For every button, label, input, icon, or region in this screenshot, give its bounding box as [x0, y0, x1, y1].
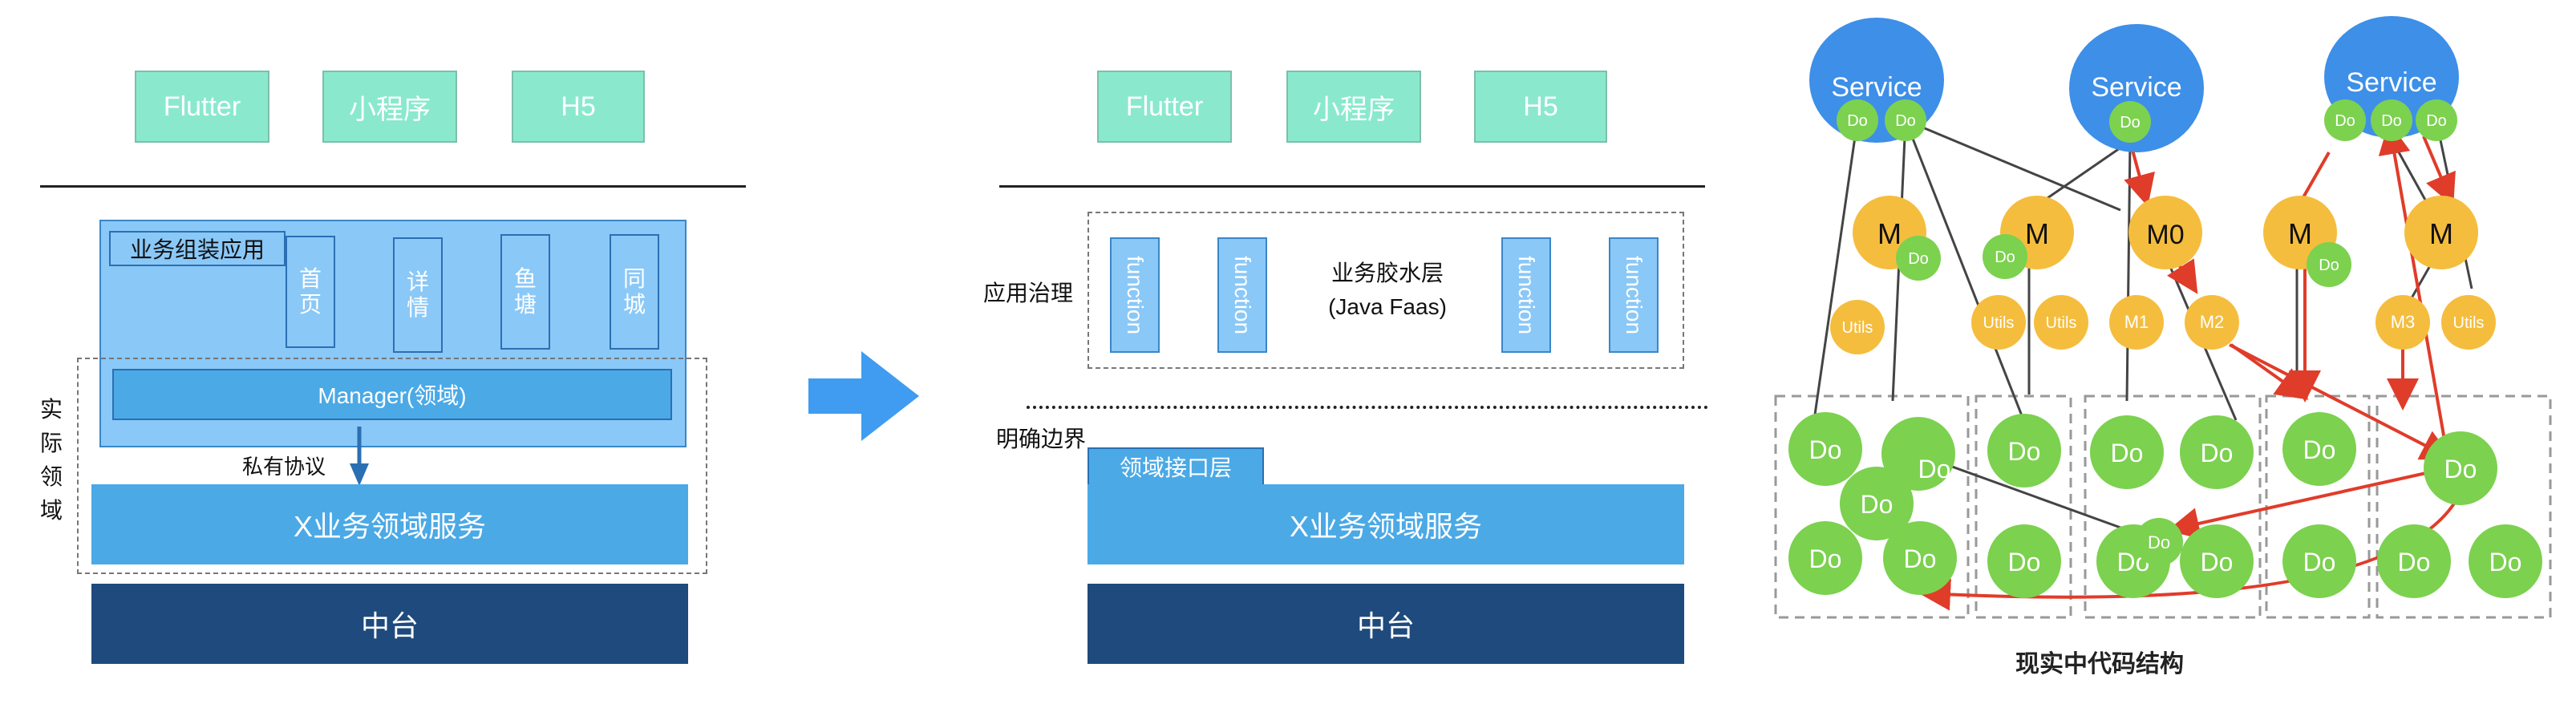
page-fishpond: 鱼塘: [500, 234, 550, 350]
boundary-label: 明确边界: [996, 427, 1087, 451]
utils-node-4: Utils: [2453, 314, 2485, 332]
service-do-2: Do: [1895, 112, 1916, 130]
private-protocol-label: 私有协议: [242, 455, 326, 479]
do-6: Do: [2008, 437, 2041, 466]
do-14: Do: [2303, 548, 2336, 576]
middle-middle-platform-bar: 中台: [1088, 584, 1684, 664]
glue-layer-subtitle: (Java Faas): [1328, 294, 1447, 319]
do-8: Do: [2111, 439, 2144, 467]
do-11: Do: [2201, 548, 2234, 576]
m-do-3: Do: [2319, 257, 2339, 274]
do-5: Do: [1904, 544, 1937, 573]
code-structure-caption: 现实中代码结构: [2015, 650, 2184, 678]
service-label-3: Service: [2346, 67, 2436, 98]
utils-node-2: Utils: [1983, 314, 2015, 332]
do-4: Do: [1809, 544, 1842, 573]
middle-x-service-bar: X业务领域服务: [1088, 484, 1684, 564]
service-do-6: Do: [2426, 112, 2447, 130]
m3-node: M3: [2391, 312, 2416, 332]
do-1: Do: [1809, 435, 1842, 464]
glue-layer-title: 业务胶水层: [1331, 261, 1444, 285]
do-12: Do: [2148, 532, 2170, 552]
actual-domain-dashed-box: [77, 358, 707, 574]
middle-separator-line: [999, 185, 1705, 188]
page-home: 首页: [286, 236, 335, 348]
m2-node: M2: [2200, 312, 2225, 332]
m-node-4: M: [2429, 217, 2453, 250]
left-middle-platform-bar: 中台: [91, 584, 688, 664]
client-miniprogram-2: 小程序: [1286, 71, 1421, 143]
client-flutter: Flutter: [135, 71, 269, 143]
client-miniprogram: 小程序: [322, 71, 457, 143]
service-label-2: Service: [2091, 72, 2181, 103]
interface-layer-box: 领域接口层: [1088, 447, 1264, 486]
glue-layer-dashed-box: [1088, 212, 1684, 369]
do-15: Do: [2444, 455, 2477, 483]
function-box-3: function: [1501, 237, 1551, 353]
utils-node-1: Utils: [1842, 319, 1873, 337]
manager-domain-bar: Manager(领域): [112, 369, 672, 420]
governance-label: 应用治理: [983, 281, 1074, 305]
boundary-dotted-line: [1027, 406, 1708, 409]
m-do-2: Do: [1995, 249, 2015, 266]
page-local: 同城: [610, 234, 659, 350]
do-3: Do: [1861, 490, 1894, 519]
private-protocol-arrow: [350, 427, 369, 486]
m-node-1: M: [1877, 217, 1902, 250]
m1-node: M1: [2124, 312, 2149, 332]
m-node-3: M: [2288, 217, 2312, 250]
m-node-2: M: [2025, 217, 2049, 250]
service-do-4: Do: [2335, 112, 2355, 130]
actual-domain-label: 实际领域: [40, 397, 63, 523]
left-separator-line: [40, 185, 746, 188]
utility-nodes: Utils Utils Utils M1 M2 M3 Utils: [1830, 295, 2496, 354]
utils-node-3: Utils: [2046, 314, 2077, 332]
function-box-2: function: [1217, 237, 1267, 353]
code-structure-diagram: Service Service Service Do Do Do Do Do D…: [1774, 16, 2552, 678]
m-do-1: Do: [1908, 250, 1929, 268]
transform-arrow-icon: [808, 351, 919, 441]
page-detail: 详情: [393, 237, 443, 353]
function-box-1: function: [1110, 237, 1160, 353]
manager-nodes: M M M0 M M: [1853, 196, 2478, 269]
service-do-5: Do: [2381, 112, 2402, 130]
function-box-4: function: [1609, 237, 1659, 353]
service-do-1: Do: [1847, 112, 1868, 130]
do-9: Do: [2201, 439, 2234, 467]
client-h5-2: H5: [1474, 71, 1607, 143]
do-7: Do: [2008, 548, 2041, 576]
app-assembly-title: 业务组装应用: [109, 231, 286, 266]
do-13: Do: [2303, 435, 2336, 464]
service-do-3: Do: [2120, 114, 2141, 131]
do-16: Do: [2398, 548, 2431, 576]
manager-do-nodes: Do Do Do: [1896, 234, 2351, 287]
glue-layer-label: 业务胶水层 (Java Faas): [1283, 257, 1492, 324]
service-do-nodes: Do Do Do Do Do Do: [1837, 99, 2457, 143]
client-h5: H5: [512, 71, 645, 143]
service-label-1: Service: [1831, 72, 1922, 103]
client-flutter-2: Flutter: [1097, 71, 1232, 143]
do-2: Do: [1918, 455, 1951, 483]
left-x-service-bar: X业务领域服务: [91, 484, 688, 564]
red-dependency-arrows: [1918, 122, 2464, 611]
m0-node: M0: [2146, 220, 2184, 250]
do-entity-nodes: Do Do Do Do Do Do Do Do Do Do Do Do Do D…: [1788, 412, 2542, 598]
do-17: Do: [2489, 548, 2522, 576]
